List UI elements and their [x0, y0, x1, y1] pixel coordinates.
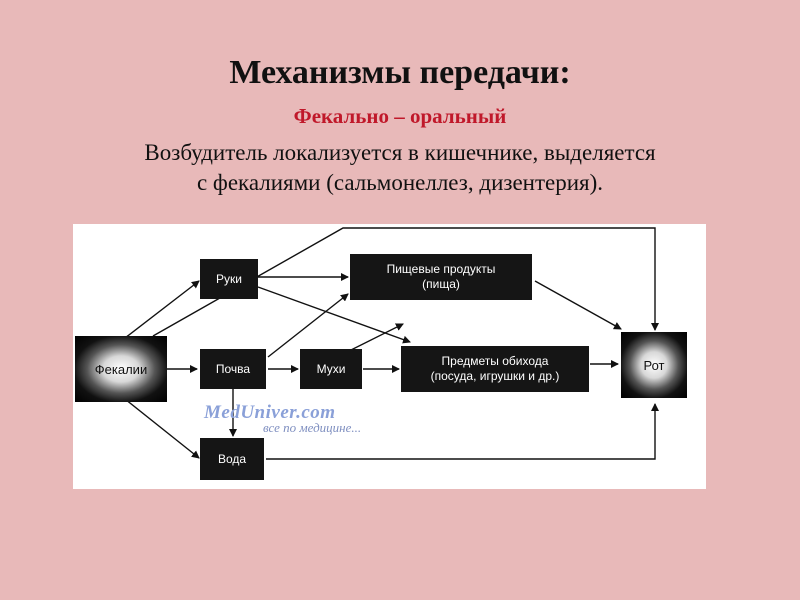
- description-line-2: с фекалиями (сальмонеллез, дизентерия).: [196, 170, 604, 195]
- arrow-feces-water: [124, 398, 200, 459]
- arrow-food-mouth: [534, 280, 622, 330]
- node-items-label-2: (посуда, игрушки и др.): [430, 369, 560, 383]
- node-feces-label: Фекалии: [94, 361, 148, 377]
- node-food-label-1: Пищевые продукты: [386, 262, 496, 276]
- node-water: Вода: [200, 438, 264, 480]
- node-flies: Мухи: [300, 349, 362, 389]
- node-food: Пищевые продукты (пища): [350, 254, 532, 300]
- node-soil: Почва: [200, 349, 266, 389]
- node-flies-label: Мухи: [316, 361, 346, 376]
- node-hands-label: Руки: [216, 271, 242, 286]
- node-hands: Руки: [200, 259, 258, 299]
- watermark-site: MedUniver.com: [204, 402, 336, 423]
- node-soil-label: Почва: [215, 361, 251, 376]
- description-line-1: Возбудитель локализуется в кишечнике, вы…: [144, 140, 656, 165]
- node-items: Предметы обихода (посуда, игрушки и др.): [401, 346, 589, 392]
- node-mouth: Рот: [621, 332, 687, 398]
- slide-description: Возбудитель локализуется в кишечнике, вы…: [0, 138, 800, 198]
- transmission-diagram: Фекалии Руки Почва Мухи Вода Пищевые про…: [73, 224, 706, 489]
- node-food-label-2: (пища): [422, 277, 460, 291]
- node-water-label: Вода: [217, 451, 247, 466]
- node-items-label-1: Предметы обихода: [441, 354, 549, 368]
- slide-title: Механизмы передачи:: [229, 54, 571, 91]
- arrow-feces-hands: [124, 280, 200, 339]
- watermark-tagline: все по медицине...: [263, 420, 362, 435]
- arrow-soil-food: [267, 293, 349, 358]
- arrow-water-mouth: [266, 403, 659, 460]
- node-feces: Фекалии: [75, 336, 167, 402]
- slide-subtitle: Фекально – оральный: [293, 104, 507, 128]
- node-mouth-label: Рот: [643, 357, 665, 373]
